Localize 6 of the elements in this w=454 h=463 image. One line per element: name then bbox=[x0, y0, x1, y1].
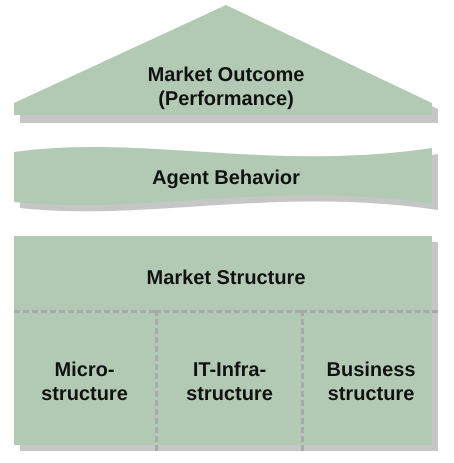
level-label: Agent Behavior bbox=[151, 166, 301, 190]
section-label: IT-Infra- structure bbox=[185, 358, 274, 406]
section-label: Business structure bbox=[326, 358, 416, 406]
level-label: Market Outcome (Performance) bbox=[146, 63, 306, 111]
section-label: Micro- structure bbox=[40, 358, 129, 406]
level-label: Market Structure bbox=[146, 266, 306, 290]
